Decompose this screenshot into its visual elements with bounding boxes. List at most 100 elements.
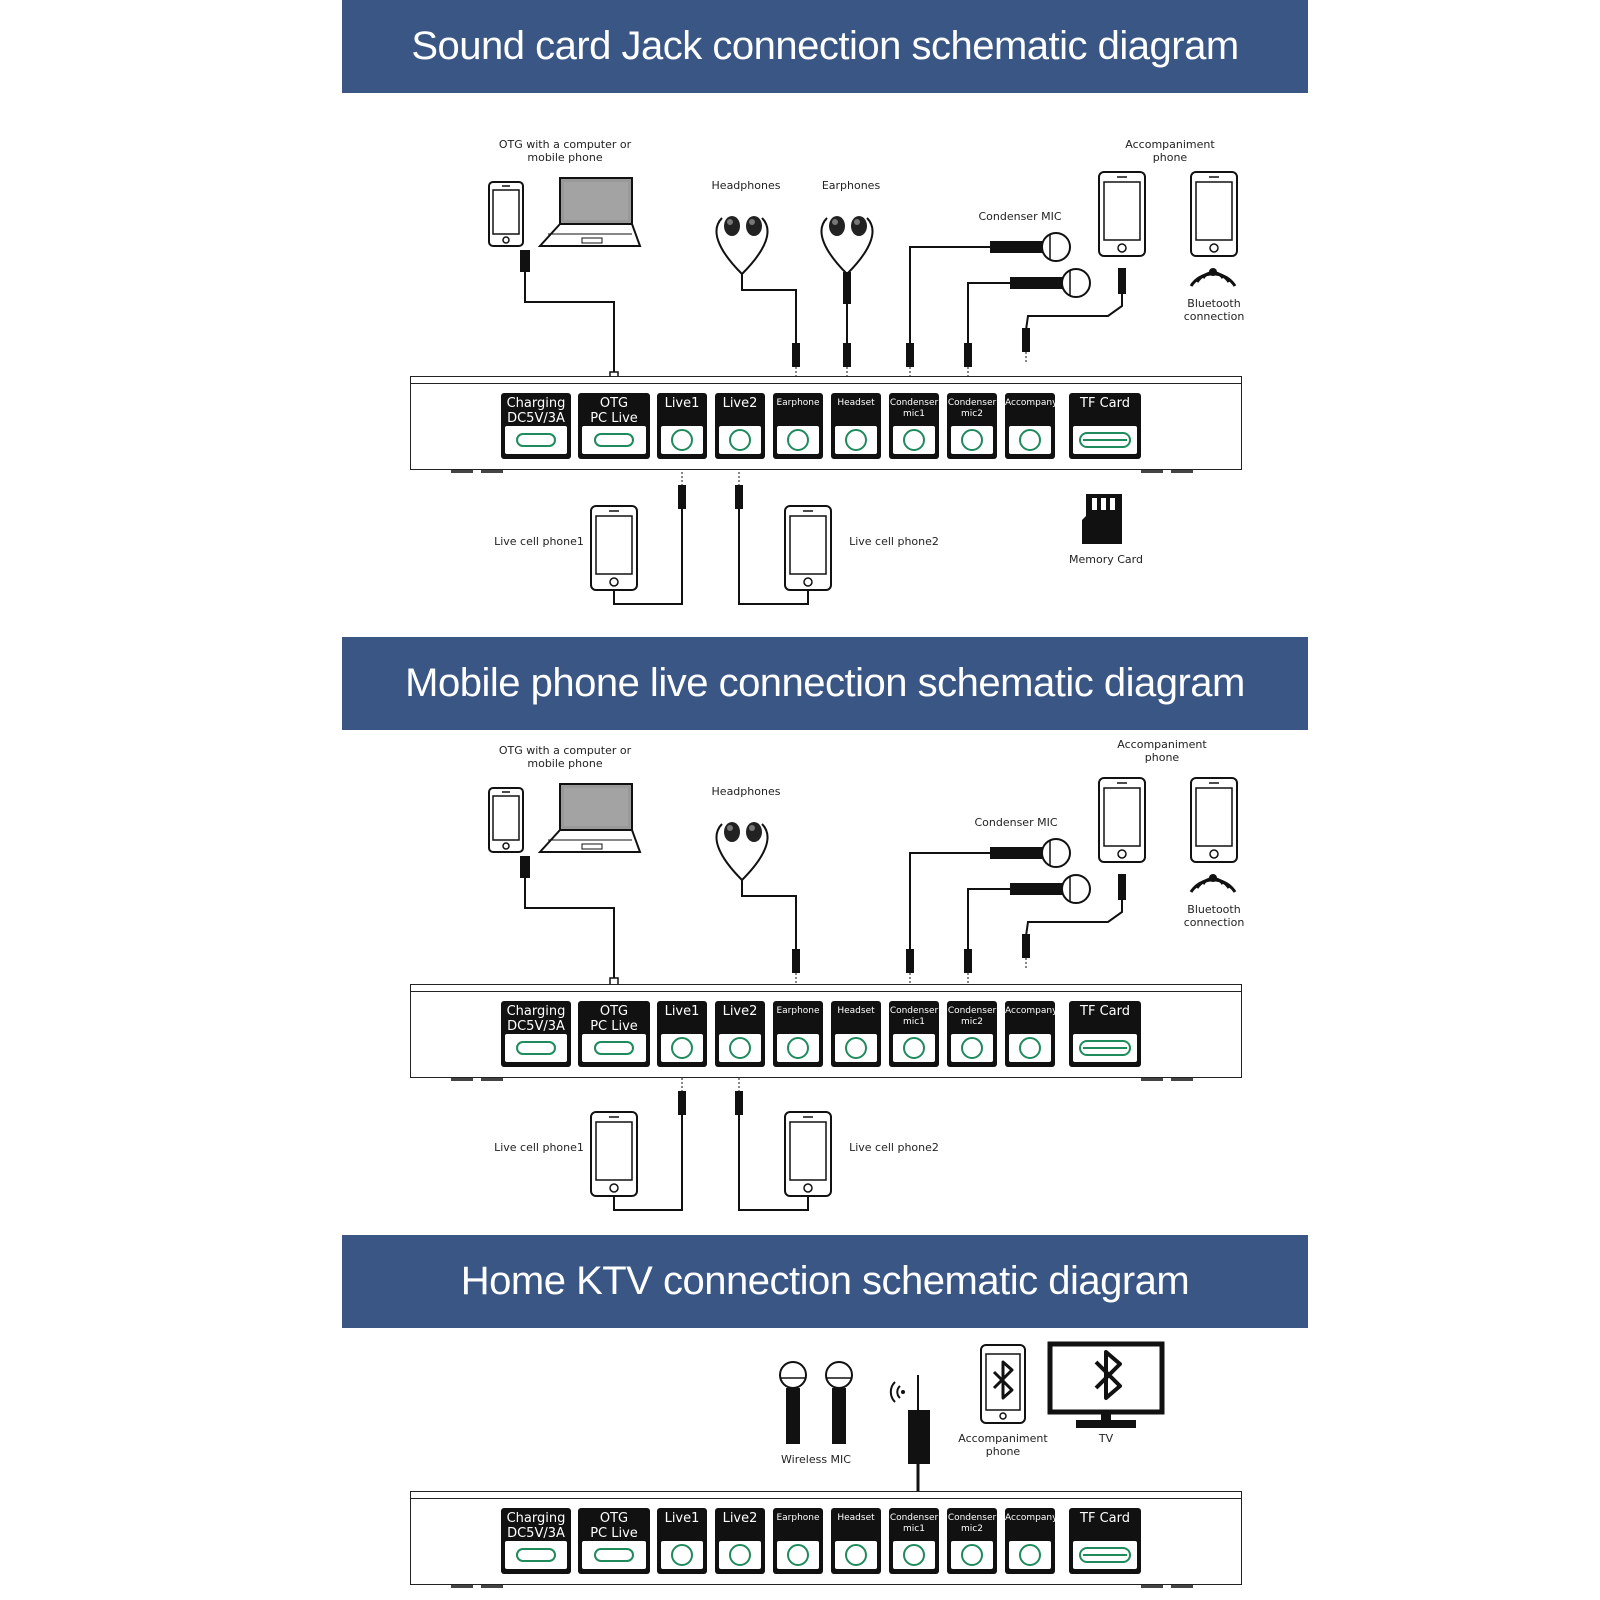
memory-card-icon bbox=[1082, 494, 1122, 544]
port-label-line1: Condenser bbox=[947, 1006, 997, 1016]
port-socket bbox=[719, 426, 761, 454]
audio-jack-icon bbox=[845, 429, 867, 451]
port-label-line1: TF Card bbox=[1080, 1004, 1130, 1019]
port-label-line1: Accompany bbox=[1005, 1513, 1058, 1523]
audio-jack-icon bbox=[671, 429, 693, 451]
condenser-mic2-icon bbox=[1009, 268, 1091, 298]
port-label-line1: Condenser bbox=[889, 398, 939, 408]
audio-jack-icon bbox=[1019, 429, 1041, 451]
port-label-line2: mic2 bbox=[961, 1017, 983, 1027]
port-headset[interactable]: Headset bbox=[831, 393, 881, 459]
live-phone2-icon bbox=[784, 505, 832, 591]
port-label-line1: Earphone bbox=[776, 1006, 820, 1016]
port-label-line1: Live2 bbox=[722, 1511, 758, 1526]
port-socket bbox=[1073, 1541, 1137, 1569]
port-label-line1: Condenser bbox=[947, 398, 997, 408]
panel-foot bbox=[1171, 470, 1193, 473]
live-phone1-icon-2 bbox=[590, 1111, 638, 1197]
port-accompany[interactable]: Accompany bbox=[1005, 1001, 1057, 1067]
port-live2[interactable]: Live2 bbox=[715, 1001, 765, 1067]
port-label-line1: Charging bbox=[506, 1511, 566, 1526]
banner-ktv: Home KTV connection schematic diagram bbox=[342, 1235, 1308, 1328]
audio-jack-icon bbox=[787, 429, 809, 451]
banner-jack-text: Sound card Jack connection schematic dia… bbox=[411, 24, 1239, 68]
port-label-line1: Condenser bbox=[889, 1513, 939, 1523]
panel-foot bbox=[481, 1078, 503, 1081]
panel-foot bbox=[481, 470, 503, 473]
port-earphone[interactable]: Earphone bbox=[773, 1508, 823, 1574]
port-socket bbox=[661, 1541, 703, 1569]
port-label: Live2 bbox=[715, 1511, 765, 1526]
audio-jack-icon bbox=[903, 429, 925, 451]
port-label-line2: PC Live bbox=[590, 1019, 638, 1034]
port-socket bbox=[505, 426, 567, 454]
port-live2[interactable]: Live2 bbox=[715, 1508, 765, 1574]
port-headset[interactable]: Headset bbox=[831, 1508, 881, 1574]
port-socket bbox=[505, 1541, 567, 1569]
port-headset[interactable]: Headset bbox=[831, 1001, 881, 1067]
usb-c-socket-icon bbox=[594, 1548, 634, 1562]
port-accompany[interactable]: Accompany bbox=[1005, 393, 1057, 459]
port-label-line2: mic1 bbox=[903, 409, 925, 419]
port-label: Headset bbox=[831, 1513, 881, 1524]
port-earphone[interactable]: Earphone bbox=[773, 393, 823, 459]
port-label-line2: DC5V/3A bbox=[507, 1019, 565, 1034]
port-accompany[interactable]: Accompany bbox=[1005, 1508, 1058, 1574]
port-live1[interactable]: Live1 bbox=[657, 1508, 707, 1574]
bluetooth-phone-icon bbox=[1190, 171, 1238, 257]
port-label-line1: Live1 bbox=[664, 1004, 700, 1019]
panel-foot bbox=[1141, 1585, 1163, 1588]
port-tf-card[interactable]: TF Card bbox=[1069, 1508, 1141, 1574]
port-label: Live1 bbox=[657, 1004, 707, 1019]
banner-jack: Sound card Jack connection schematic dia… bbox=[342, 0, 1308, 93]
port-live1[interactable]: Live1 bbox=[657, 393, 707, 459]
port-tf-card[interactable]: TF Card bbox=[1069, 1001, 1141, 1067]
port-label: Accompany bbox=[1005, 398, 1057, 409]
panel-foot bbox=[1171, 1078, 1193, 1081]
port-socket bbox=[951, 1034, 993, 1062]
section-jack-art bbox=[488, 171, 1238, 605]
port-earphone[interactable]: Earphone bbox=[773, 1001, 823, 1067]
port-tf-card[interactable]: TF Card bbox=[1069, 393, 1141, 459]
port-socket bbox=[893, 1034, 935, 1062]
port-label-line1: TF Card bbox=[1080, 396, 1130, 411]
port-label-line2: mic1 bbox=[903, 1524, 925, 1534]
audio-jack-icon bbox=[787, 1037, 809, 1059]
port-label-line2: DC5V/3A bbox=[507, 1526, 565, 1541]
port-socket bbox=[835, 426, 877, 454]
port-label-line1: Live2 bbox=[722, 396, 758, 411]
label-accompaniment-phone: Accompaniment phone bbox=[1125, 138, 1215, 164]
port-live1[interactable]: Live1 bbox=[657, 1001, 707, 1067]
section-ktv-art bbox=[779, 1341, 1165, 1492]
wireless-mic1-icon bbox=[779, 1361, 807, 1444]
audio-jack-icon bbox=[729, 1037, 751, 1059]
label-live-phone1: Live cell phone1 bbox=[494, 535, 584, 548]
port-label-line1: Live1 bbox=[664, 396, 700, 411]
port-socket bbox=[719, 1034, 761, 1062]
port-label-line1: OTG bbox=[599, 1511, 629, 1526]
port-label: Earphone bbox=[773, 1513, 823, 1524]
port-socket bbox=[893, 426, 935, 454]
bluetooth-waves-icon-2 bbox=[1189, 872, 1237, 894]
wireless-mic2-icon bbox=[825, 1361, 853, 1444]
port-live2[interactable]: Live2 bbox=[715, 393, 765, 459]
port-label-line1: Earphone bbox=[776, 398, 820, 408]
